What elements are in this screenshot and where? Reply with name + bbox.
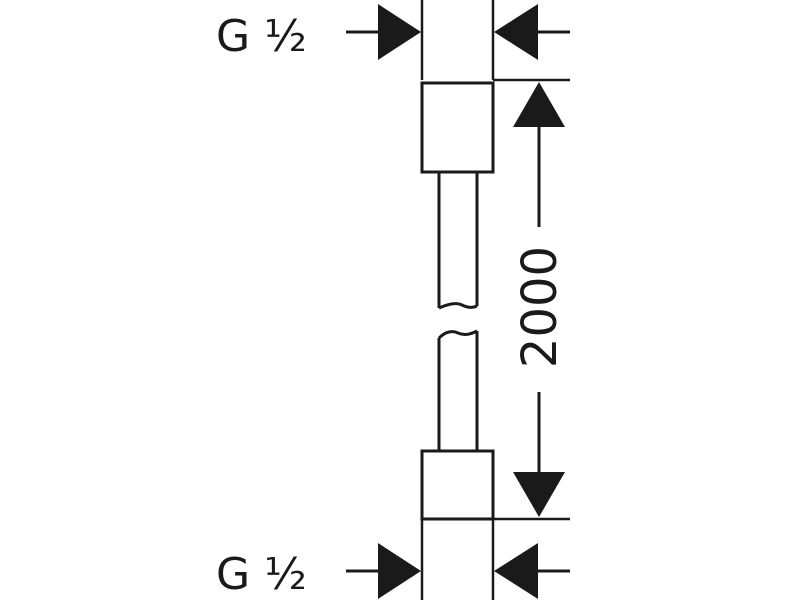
top-right-arrowhead: [494, 4, 538, 60]
length-arrowhead-top: [513, 82, 565, 127]
top-left-arrowhead: [378, 4, 421, 60]
bottom-nut: [420, 449, 495, 521]
length-dimension-label: 2000: [512, 246, 568, 368]
hose-upper-break: [438, 302, 478, 310]
thread-label-top: G ½: [216, 11, 307, 62]
length-arrowhead-bottom: [513, 472, 565, 517]
thread-label-bottom: G ½: [216, 549, 307, 600]
top-nut: [420, 81, 495, 174]
bottom-left-arrowhead: [378, 543, 421, 599]
hose-lower-break: [437, 329, 478, 340]
bottom-right-arrowhead: [494, 543, 538, 599]
